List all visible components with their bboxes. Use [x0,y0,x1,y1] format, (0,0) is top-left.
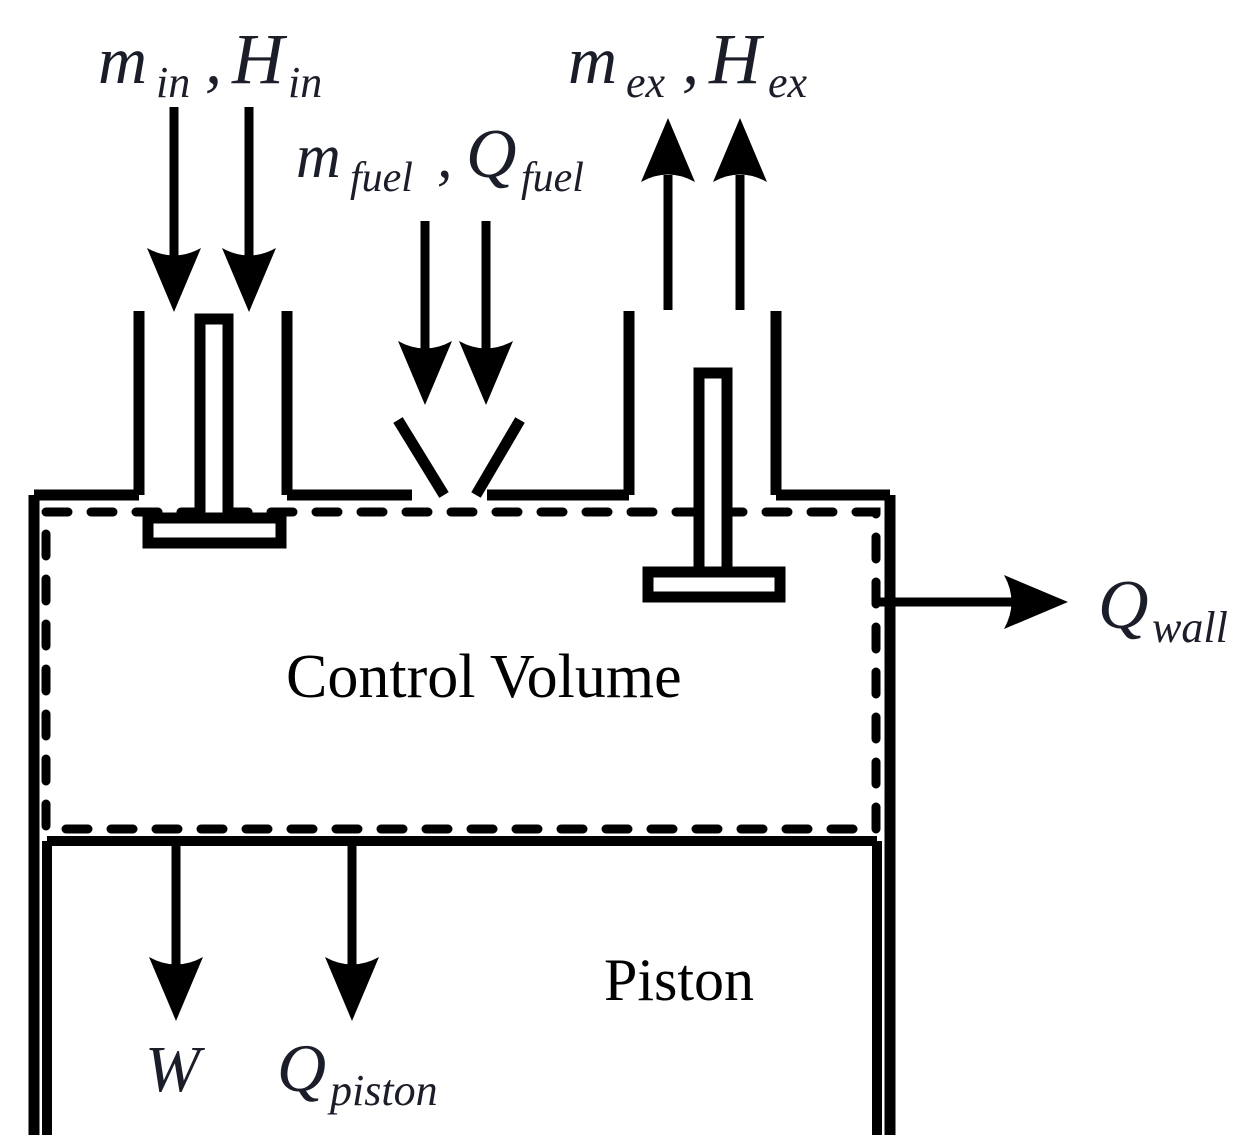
piston-heat-label-sub: piston [327,1066,438,1115]
intake-arrow-left [147,107,201,312]
exhaust-label-m-sub: ex [626,58,666,107]
intake-label-h: H [231,19,288,99]
exhaust-label-h: H [708,19,765,99]
piston-label: Piston [604,947,754,1013]
intake-label-m: m [98,22,147,98]
intake-valve-head [142,512,287,549]
piston-heat-label-q: Q [277,1030,326,1106]
work-arrow [149,841,203,1021]
exhaust-arrow-right [713,118,767,310]
intake-valve-stem [194,313,234,524]
intake-label-sep: , [205,22,239,98]
exhaust-label-m: m [568,22,617,98]
fuel-arrow-left [398,221,452,405]
fuel-label-q-sub: fuel [521,155,584,201]
work-label: W [145,1033,205,1106]
wall-heat-label: Q wall [1098,567,1228,652]
piston-heat-label: Q piston [277,1030,438,1115]
intake-label: m in , H in [98,19,322,107]
work-label-w: W [145,1033,205,1106]
exhaust-valve-stem [693,367,733,578]
wall-heat-label-sub: wall [1152,603,1228,652]
exhaust-label-sep: , [682,22,716,98]
fuel-arrow-right [459,221,513,405]
exhaust-arrow-left [641,118,695,310]
fuel-label-q: Q [466,116,517,193]
exhaust-valve-head [642,566,786,603]
wall-heat-arrow [876,575,1068,629]
piston-heat-arrow [325,841,379,1021]
control-volume-label: Control Volume [286,643,682,711]
fuel-label: m fuel , Q fuel [296,116,584,201]
fuel-label-sep: , [437,123,468,191]
exhaust-label: m ex , H ex [568,19,808,107]
fuel-label-m-sub: fuel [350,155,413,201]
fuel-injector-nozzle-right [471,417,525,498]
intake-arrow-right [222,107,276,312]
fuel-label-m: m [296,123,341,191]
intake-label-m-sub: in [156,58,190,107]
intake-label-h-sub: in [288,58,322,107]
fuel-injector-nozzle-left [393,417,449,498]
control-volume-boundary [41,507,881,834]
exhaust-label-h-sub: ex [768,58,808,107]
wall-heat-label-q: Q [1098,567,1149,644]
